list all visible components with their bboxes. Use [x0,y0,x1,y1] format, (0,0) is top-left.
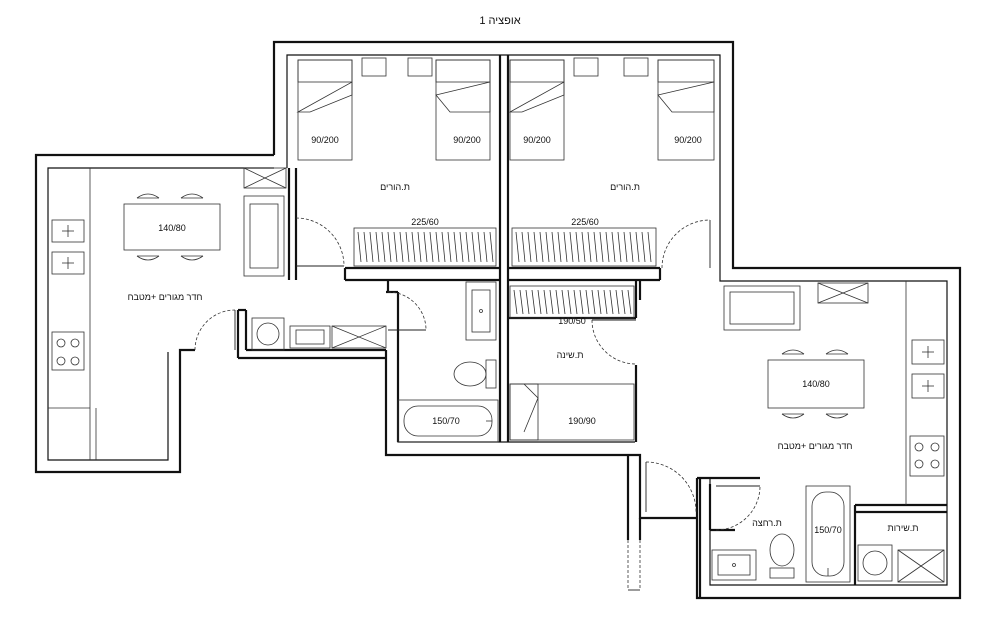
wardrobe-hanger [471,231,476,263]
wardrobe-hanger [603,289,608,315]
wardrobe-hanger [533,231,538,263]
wardrobe-hanger [557,231,562,263]
outer-walls [34,40,962,600]
wardrobe-hanger [537,289,542,315]
wardrobe-hanger [567,289,572,315]
wardrobe-hanger [411,231,416,263]
wardrobe-hanger [519,289,524,315]
wardrobe-hanger [423,231,428,263]
table-size-label: 140/80 [802,379,830,389]
wardrobe-size-label: 225/60 [571,217,599,227]
wardrobe-hanger [597,289,602,315]
wardrobe-hanger [539,231,544,263]
wardrobe-hanger [545,231,550,263]
wardrobe-hanger [441,231,446,263]
wardrobe-hanger [635,231,640,263]
wardrobe-hanger [575,231,580,263]
wardrobe-hanger [581,231,586,263]
room-label-living-kitchen: חדר מגורים +מטבח [128,292,203,302]
wardrobe-hanger [551,231,556,263]
wardrobe-hanger [617,231,622,263]
master-bedroom-left: 90/200 90/200 ת.הורים 225/60 [296,57,497,267]
wardrobe-hanger [381,231,386,263]
wardrobe-hanger [453,231,458,263]
master-bedroom-right: 90/200 90/200 ת.הורים 225/60 [508,57,715,267]
wardrobe-hanger [513,289,518,315]
wardrobe-hanger [605,231,610,263]
wardrobe-hanger [405,231,410,263]
wardrobe-hanger [569,231,574,263]
wardrobe-hanger [555,289,560,315]
bed-size-label: 90/200 [453,135,481,145]
wardrobe-hanger [579,289,584,315]
wardrobe-hanger [417,231,422,263]
wardrobe-hanger [435,231,440,263]
wardrobe-hanger [563,231,568,263]
plan-title: אופציה 1 [479,15,520,27]
wardrobe-hanger [527,231,532,263]
wardrobe-hanger [573,289,578,315]
wardrobe-hanger [621,289,626,315]
room-label-living-kitchen: חדר מגורים +מטבח [778,441,853,451]
room-label-master-bedroom: ת.הורים [610,182,640,192]
wardrobe-hanger [393,231,398,263]
wardrobe-hanger [483,231,488,263]
bathroom-right: ת.רחצה 150/70 [711,485,851,583]
bed-size-label: 90/200 [311,135,339,145]
living-kitchen-left: 140/80 חדר מגורים +מטבח [48,167,387,460]
wardrobe-hanger [561,289,566,315]
wardrobe-hanger [387,231,392,263]
doors [194,217,761,531]
wardrobe-hanger [623,231,628,263]
wardrobe-hanger [489,231,494,263]
bed-size-label: 90/200 [674,135,702,145]
wardrobe-hanger [399,231,404,263]
wardrobe-hanger [615,289,620,315]
wardrobe-hanger [585,289,590,315]
wardrobe-hanger [447,231,452,263]
room-label-bathroom: ת.רחצה [752,518,782,528]
table-size-label: 140/80 [158,223,186,233]
wardrobe-hanger [591,289,596,315]
wardrobe-hanger [515,231,520,263]
bed-size-label: 190/90 [568,416,596,426]
wardrobe-hanger [525,289,530,315]
interior-walls [236,55,947,598]
service-room: ת.שירות [857,523,945,583]
wardrobe-hanger [369,231,374,263]
bathroom-center: 150/70 [397,281,499,443]
wardrobe-hanger [627,289,632,315]
wardrobe-hanger [375,231,380,263]
wardrobe-hanger [363,231,368,263]
wardrobe-hanger [593,231,598,263]
wardrobe-hanger [543,289,548,315]
wardrobe-hanger [531,289,536,315]
wardrobe-size-label: 225/60 [411,217,439,227]
wardrobe-hanger [357,231,362,263]
wardrobe-hanger [429,231,434,263]
bed-size-label: 90/200 [523,135,551,145]
wardrobe-hanger [611,231,616,263]
living-kitchen-right: 140/80 חדר מגורים +מטבח [723,281,945,505]
bathtub-size-label: 150/70 [814,525,842,535]
wardrobe-hanger [609,289,614,315]
bathtub-size-label: 150/70 [432,416,460,426]
wardrobe-hanger [465,231,470,263]
wardrobe-size-label: 190/50 [558,316,586,326]
wardrobe-hanger [599,231,604,263]
wardrobe-hanger [647,231,652,263]
wardrobe-hanger [521,231,526,263]
room-label-bedroom: ת.שינה [557,350,584,360]
wardrobe-hanger [641,231,646,263]
wardrobe-hanger [459,231,464,263]
wardrobe-hanger [629,231,634,263]
room-label-master-bedroom: ת.הורים [380,182,410,192]
room-label-service: ת.שירות [888,523,919,533]
wardrobe-hanger [549,289,554,315]
small-bedroom: 190/50 ת.שינה 190/90 [509,285,635,441]
wardrobe-hanger [587,231,592,263]
wardrobe-hanger [477,231,482,263]
